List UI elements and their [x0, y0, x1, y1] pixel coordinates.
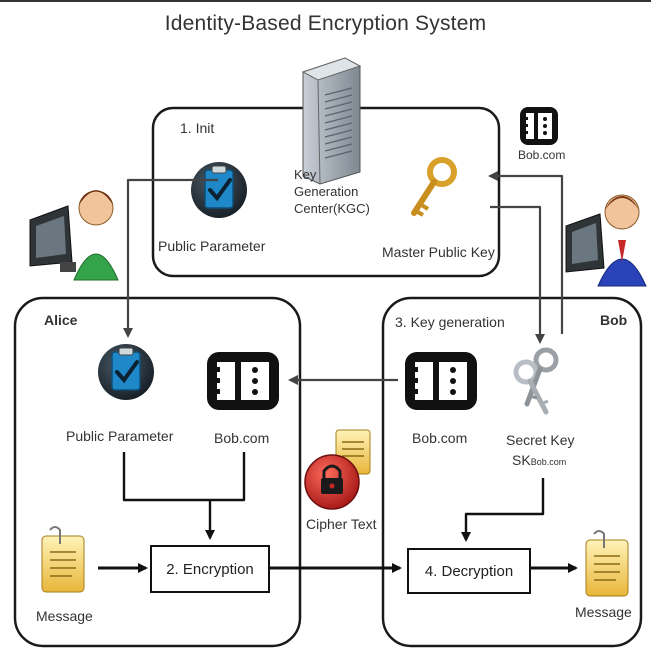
- user-computer-icon: [29, 190, 119, 281]
- id-card-icon: [520, 107, 558, 145]
- kgc-label-line2: Generation: [294, 184, 359, 199]
- kgc-identity-label: Bob.com: [518, 148, 566, 162]
- arrow-kgc-to-keygen: [490, 205, 545, 344]
- bob-panel: [381, 296, 643, 648]
- id-card-icon: [405, 352, 477, 410]
- secret-key-subscript: Bob.com: [530, 457, 567, 467]
- arrow-identity-to-kgc: [488, 171, 564, 334]
- secret-key-label: Secret Key: [506, 432, 575, 448]
- kgc-public-parameter-label: Public Parameter: [158, 238, 266, 254]
- bob-message-label: Message: [575, 604, 632, 620]
- bob-identity-label: Bob.com: [412, 430, 468, 446]
- id-card-icon: [207, 352, 279, 410]
- alice-message-label: Message: [36, 608, 93, 624]
- clipboard-icon: [98, 344, 154, 400]
- diagram-title: Identity-Based Encryption System: [164, 12, 487, 35]
- decryption-box: 4. Decryption: [407, 548, 531, 594]
- lock-icon: [304, 429, 371, 510]
- bob-name: Bob: [600, 312, 628, 328]
- alice-name: Alice: [44, 312, 78, 328]
- keygen-step-label: 3. Key generation: [395, 314, 505, 330]
- alice-public-parameter-label: Public Parameter: [66, 428, 174, 444]
- arrow-public-parameter: [123, 178, 218, 338]
- server-icon: [301, 57, 362, 185]
- kgc-label-line3: Center(KGC): [294, 201, 370, 216]
- top-rule: [0, 0, 651, 2]
- document-icon: [585, 530, 629, 597]
- arrow-secret-key-to-decryption: [461, 478, 545, 542]
- alice-identity-label: Bob.com: [214, 430, 270, 446]
- alice-panel: [13, 296, 302, 648]
- keys-icon: [513, 347, 559, 415]
- secret-key-symbol: SKBob.com: [512, 452, 566, 468]
- encryption-box: 2. Encryption: [150, 545, 270, 593]
- cipher-text-label: Cipher Text: [306, 516, 377, 532]
- arrow-params-to-encryption: [122, 452, 246, 502]
- kgc-label-line1: Key: [294, 167, 317, 182]
- master-public-key-label: Master Public Key: [382, 244, 495, 260]
- init-step-label: 1. Init: [180, 120, 215, 136]
- clipboard-icon: [191, 162, 247, 218]
- key-icon: [411, 157, 457, 217]
- document-icon: [41, 526, 85, 593]
- user-computer-icon: [565, 194, 647, 287]
- secret-key-symbol-text: SK: [512, 452, 531, 468]
